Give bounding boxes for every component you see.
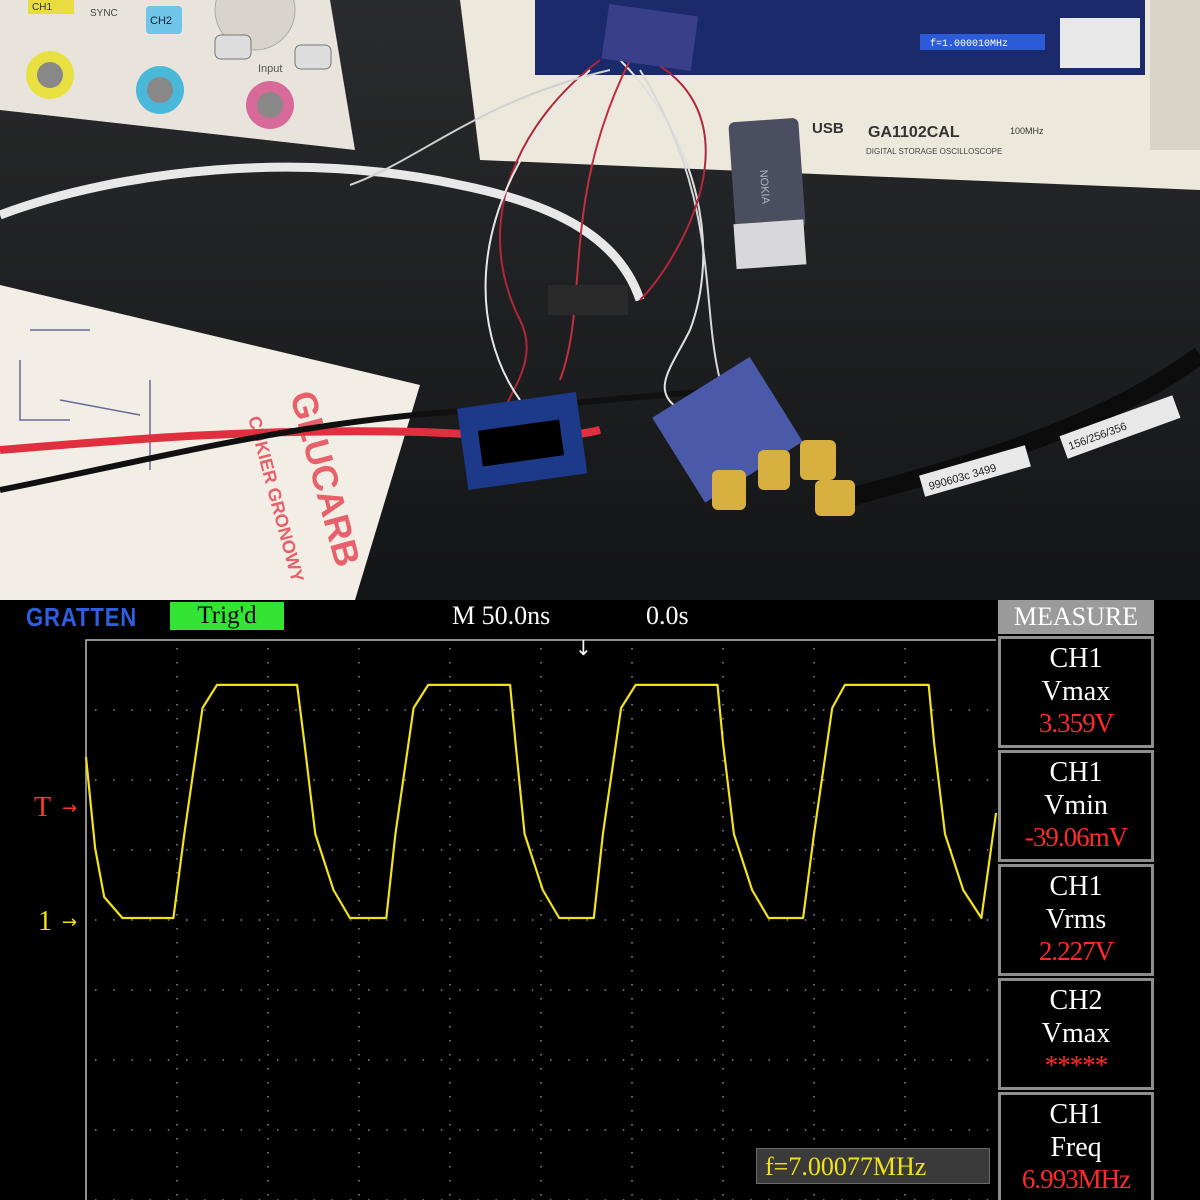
trigger-level-arrow-icon: →	[62, 798, 78, 819]
measure-value: 6.993MHz	[1021, 1164, 1131, 1194]
measure-source: CH1	[1049, 643, 1103, 674]
usb-stick-brand: NOKIA	[757, 169, 771, 205]
measure-type: Freq	[1050, 1132, 1102, 1163]
frequency-counter: f=7.00077MHz	[756, 1148, 990, 1184]
graticule	[85, 639, 996, 1200]
si5351-module	[601, 3, 699, 71]
brand-logo: GRATTEN	[26, 602, 138, 632]
white-cable	[0, 162, 645, 302]
measure-source: CH1	[1049, 871, 1103, 902]
ch2-button-label: CH2	[150, 15, 172, 27]
scope-bandwidth-label: 100MHz	[1010, 126, 1044, 136]
sync-button-label: SYNC	[90, 8, 118, 19]
measure-menu-title: MEASURE	[998, 600, 1154, 634]
ch1-trace	[84, 683, 998, 920]
oled-screen	[477, 419, 565, 467]
measure-type: Vmin	[1044, 790, 1108, 821]
measure-menu: MEASURE CH1 Vmax 3.359V CH1 Vmin -39.06m…	[998, 600, 1154, 1200]
scope-usb-label: USB	[812, 120, 844, 137]
measure-item-ch1-vrms[interactable]: CH1 Vrms 2.227V	[998, 864, 1154, 976]
trigger-offset-readout: 0.0s	[646, 601, 689, 630]
measure-source: CH1	[1049, 757, 1103, 788]
trigger-position-icon: ↓	[575, 636, 592, 660]
measure-value: 3.359V	[1038, 708, 1114, 738]
sma-connectors	[712, 440, 855, 516]
graticule-dots	[95, 648, 989, 1200]
graticule-frame	[85, 639, 996, 1200]
measure-type: Vmax	[1041, 676, 1111, 707]
ch1-ground-arrow-icon: →	[62, 912, 78, 933]
measure-source: CH1	[1049, 1099, 1103, 1130]
function-generator	[0, 0, 355, 150]
schematic-paper	[0, 285, 420, 600]
cable-tag-1	[1059, 395, 1181, 459]
oscilloscope-unit	[460, 0, 1200, 190]
usb-stick	[728, 118, 807, 270]
oscilloscope-screen: GRATTEN Trig'd M 50.0ns 0.0s ↓ T → 1 → f…	[0, 600, 1200, 1200]
trigger-status-badge: Trig'd	[170, 602, 284, 630]
ch1-trace-layer	[84, 683, 998, 920]
rf-breakout-board	[652, 356, 803, 503]
bench-photo: CH1 SYNC CH2 Input f=1.000010MHz USB GA1…	[0, 0, 1200, 600]
timebase-readout: M 50.0ns	[452, 601, 551, 630]
trigger-level-marker: T	[34, 792, 52, 823]
bench-illustration: CH1 SYNC CH2 Input f=1.000010MHz USB GA1…	[0, 0, 1200, 600]
black-probe-wire	[0, 389, 701, 493]
scope-screen-frequency: f=1.000010MHz	[930, 38, 1008, 50]
cable-tag-2	[919, 445, 1031, 497]
measure-source: CH2	[1049, 985, 1103, 1016]
measure-type: Vmax	[1041, 1018, 1111, 1049]
scope-subtitle-label: DIGITAL STORAGE OSCILLOSCOPE	[866, 147, 1002, 156]
ch1-button-label: CH1	[32, 2, 52, 13]
measure-item-ch2-vmax[interactable]: CH2 Vmax *****	[998, 978, 1154, 1090]
measure-value: -39.06mV	[1024, 822, 1128, 852]
generator-input-label: Input	[258, 63, 282, 75]
ch1-ground-marker: 1	[38, 906, 52, 937]
measure-item-ch1-vmax[interactable]: CH1 Vmax 3.359V	[998, 636, 1154, 748]
measure-value: 2.227V	[1038, 936, 1114, 966]
status-bar: GRATTEN Trig'd M 50.0ns 0.0s	[0, 600, 1000, 632]
middle-module	[548, 285, 628, 315]
measure-item-ch1-freq[interactable]: CH1 Freq 6.993MHz	[998, 1092, 1154, 1200]
measure-item-ch1-vmin[interactable]: CH1 Vmin -39.06mV	[998, 750, 1154, 862]
measure-type: Vrms	[1045, 904, 1107, 935]
scope-plot	[84, 639, 998, 1200]
coax-cable	[837, 347, 1200, 509]
scope-model-label: GA1102CAL	[868, 124, 960, 141]
jumper-wires	[349, 59, 721, 421]
measure-value: *****	[1044, 1050, 1109, 1080]
